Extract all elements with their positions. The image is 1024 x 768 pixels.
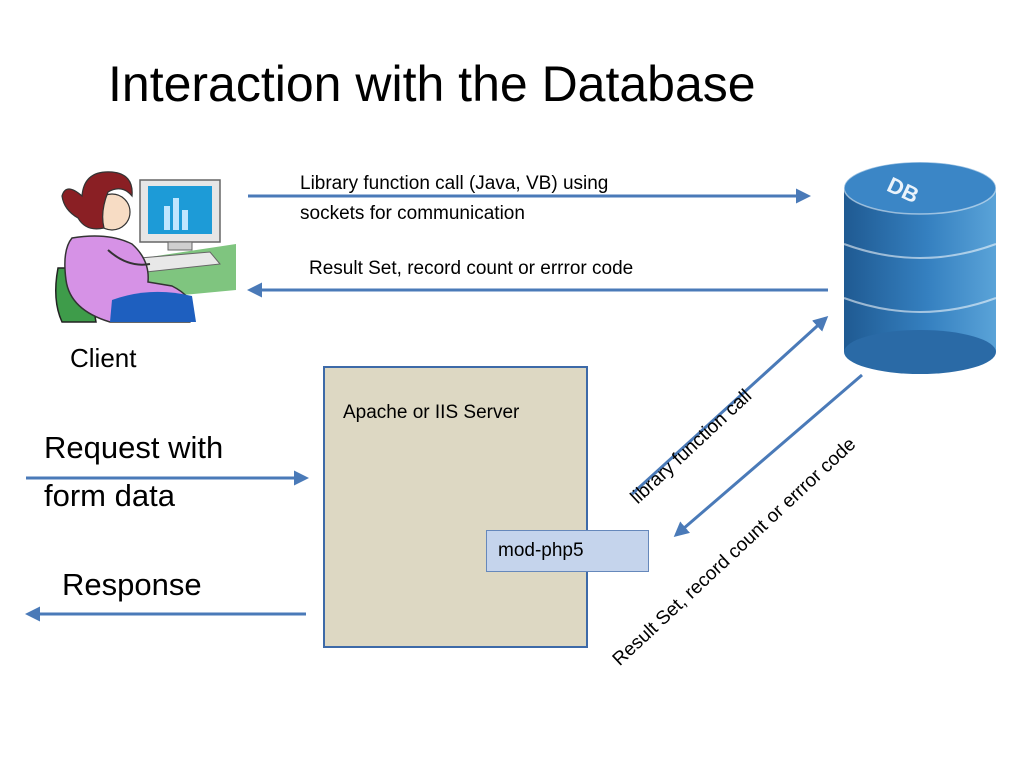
database-icon [843,161,997,374]
server-box [323,366,588,648]
page-title: Interaction with the Database [108,56,756,112]
arrow-server-to-db [630,315,829,496]
request-label-line2: form data [44,478,175,513]
module-label: mod-php5 [498,540,584,561]
label-db-to-client: Result Set, record count or errror code [309,258,634,279]
response-label: Response [62,567,202,602]
request-label-line1: Request with [44,430,224,465]
client-label: Client [70,343,137,373]
label-client-to-db-line2: sockets for communication [300,203,525,224]
server-label: Apache or IIS Server [343,402,520,423]
module-box: mod-php5 [486,530,649,572]
arrow-db-to-server [673,373,863,537]
client-computer-icon [55,171,236,323]
label-client-to-db-line1: Library function call (Java, VB) using [300,173,609,194]
